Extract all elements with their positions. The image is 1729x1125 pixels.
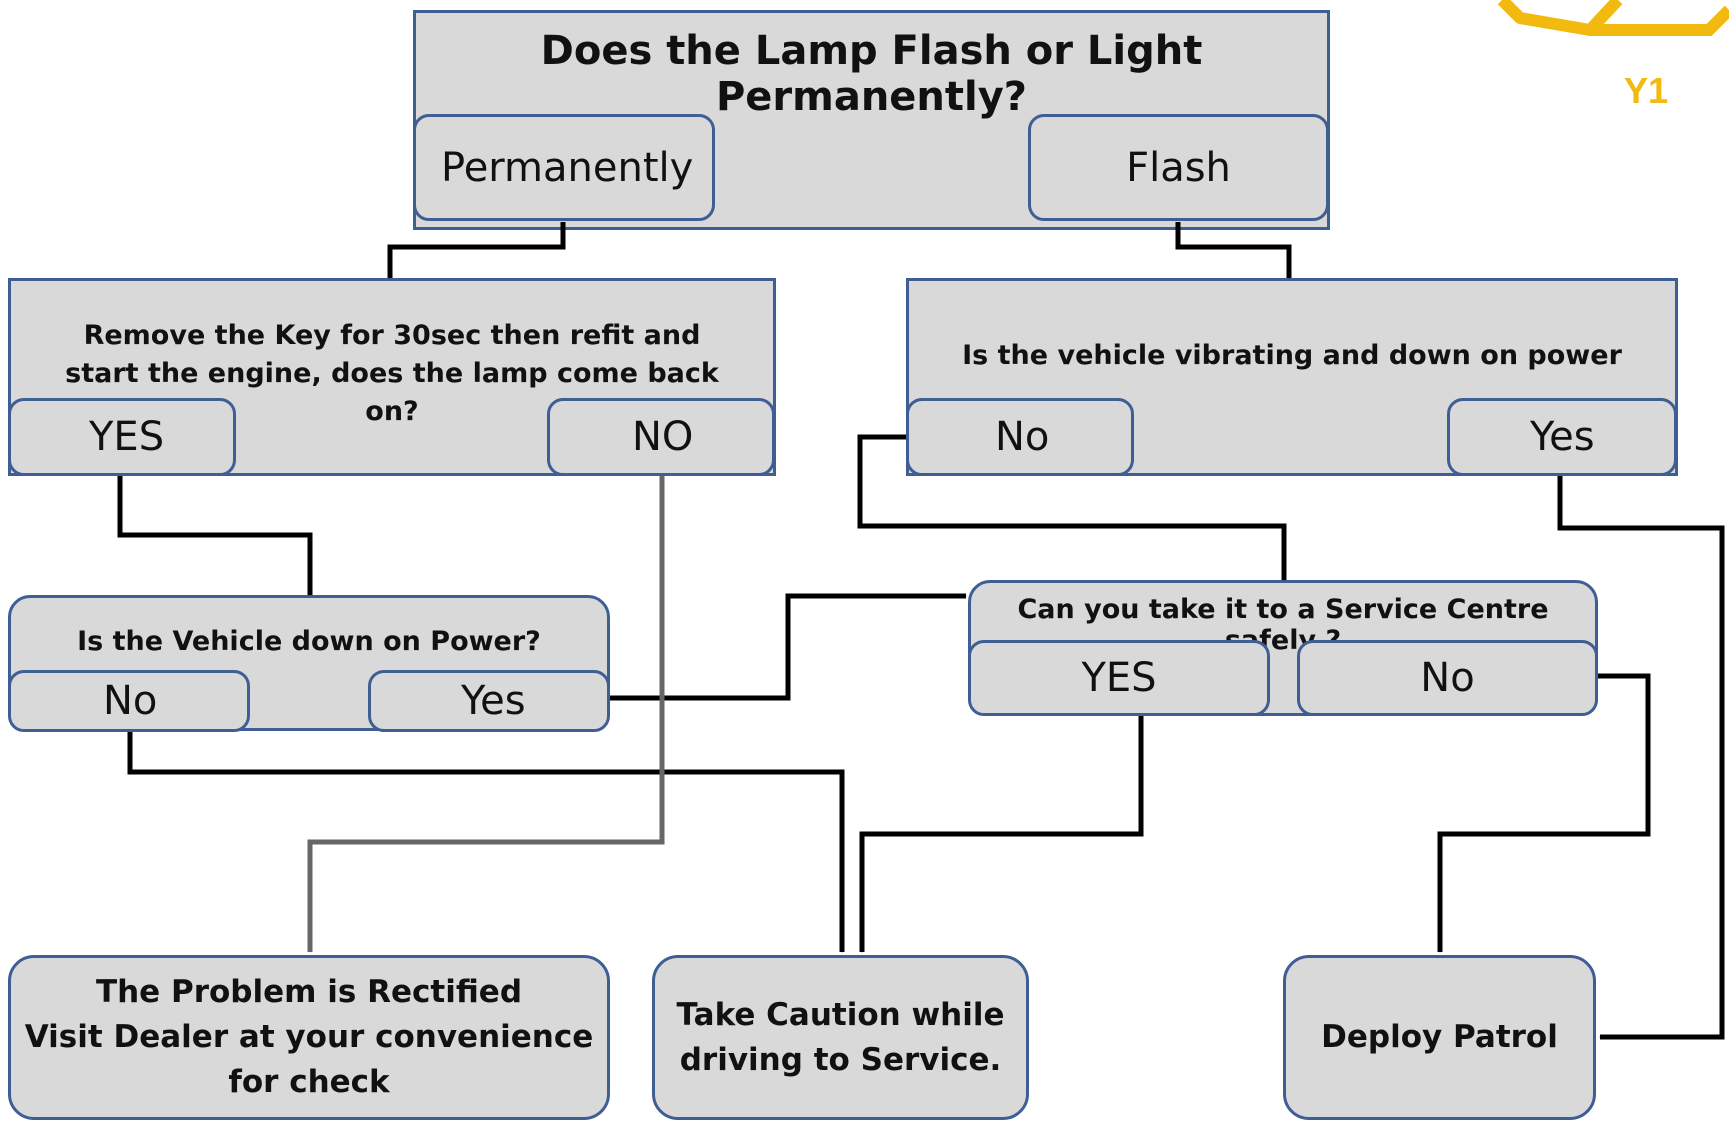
arrow-service-yes-to-caution [859,716,1144,952]
arrow-permanently-to-key [387,222,566,278]
outcome-take-caution: Take Caution while driving to Service. [652,955,1029,1120]
option-key-no[interactable]: NO [547,398,775,476]
logo-label: Y1 [1624,70,1669,111]
option-key-yes[interactable]: YES [8,398,236,476]
vibration-question-text: Is the vehicle vibrating and down on pow… [962,340,1622,371]
logo-icon [1497,0,1729,36]
power-question-text: Is the Vehicle down on Power? [77,626,541,657]
arrow-service-no-to-patrol [1437,673,1651,952]
option-permanently[interactable]: Permanently [413,114,715,221]
top-question-text: Does the Lamp Flash or Light Permanently… [540,28,1203,120]
option-vibration-yes[interactable]: Yes [1447,398,1677,476]
outcome-deploy-patrol: Deploy Patrol [1283,955,1596,1120]
option-power-no[interactable]: No [8,670,250,732]
arrow-vibration-yes-to-patrol [1557,476,1725,1040]
arrow-power-yes-to-service [610,593,966,701]
option-service-no[interactable]: No [1297,640,1598,716]
option-flash[interactable]: Flash [1028,114,1329,221]
outcome-rectified: The Problem is Rectified Visit Dealer at… [8,955,610,1120]
key-question-text: Remove the Key for 30sec then refit and … [65,320,719,427]
option-power-yes[interactable]: Yes [368,670,610,732]
arrow-power-no-to-caution [127,732,845,952]
option-service-yes[interactable]: YES [968,640,1270,716]
option-vibration-no[interactable]: No [906,398,1134,476]
arrow-key-yes-to-power [117,476,313,595]
arrow-flash-to-vibration [1175,222,1292,278]
